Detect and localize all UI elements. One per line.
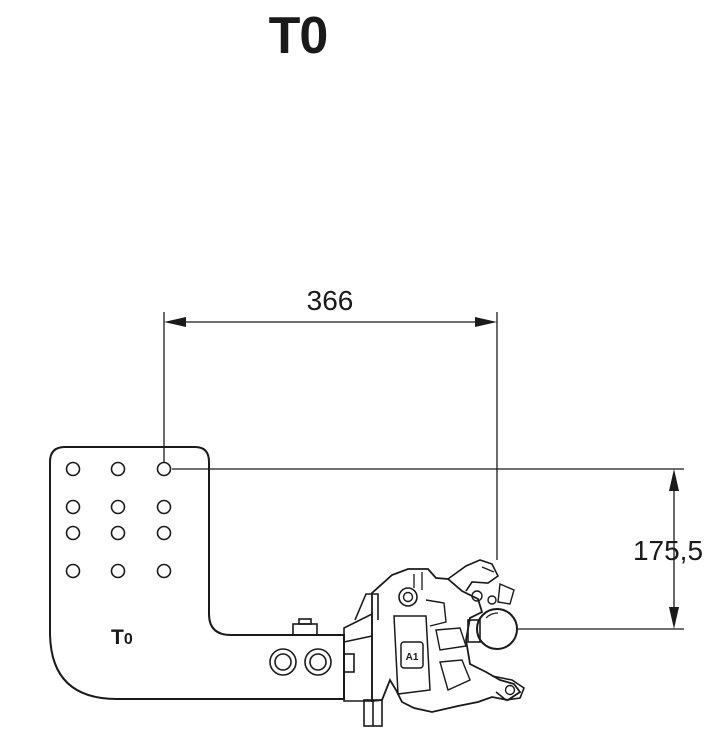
plate-label-sub: 0	[124, 631, 133, 648]
coupling-badge-label: A1	[406, 652, 419, 663]
plate-label: T0	[111, 626, 133, 649]
hole	[110, 499, 126, 515]
hole	[156, 499, 172, 515]
hole	[110, 525, 126, 541]
hole	[156, 525, 172, 541]
hole	[65, 563, 81, 579]
mounting-plate-outline	[49, 446, 345, 700]
bolt-outer	[269, 648, 297, 676]
bolt-pair	[269, 648, 332, 676]
bolt-inner	[309, 653, 327, 671]
bolt-outer	[304, 648, 332, 676]
dimension-label-vertical: 175,5	[633, 535, 703, 566]
coupling-flange	[292, 593, 379, 702]
hole	[110, 563, 126, 579]
hole-grid	[65, 461, 172, 579]
dimension-horizontal	[163, 312, 498, 560]
coupling-body	[371, 559, 525, 713]
hole	[156, 563, 172, 579]
plate-label-main: T	[111, 626, 124, 649]
arrow-head-top	[669, 469, 679, 491]
dimension-label-horizontal: 366	[307, 285, 354, 316]
drawing-title: T0	[268, 7, 329, 65]
hole	[65, 499, 81, 515]
arrow-head-right	[475, 317, 497, 327]
arrow-head-left	[164, 317, 186, 327]
arrow-head-bottom	[669, 607, 679, 629]
dimension-vertical	[172, 468, 684, 630]
hole-reference	[156, 461, 172, 477]
badge-box	[400, 641, 424, 669]
bolt-inner	[274, 653, 292, 671]
hole	[110, 461, 126, 477]
hole	[65, 461, 81, 477]
tow-ball	[467, 608, 518, 650]
coupling-shank	[363, 699, 383, 727]
hole	[65, 525, 81, 541]
